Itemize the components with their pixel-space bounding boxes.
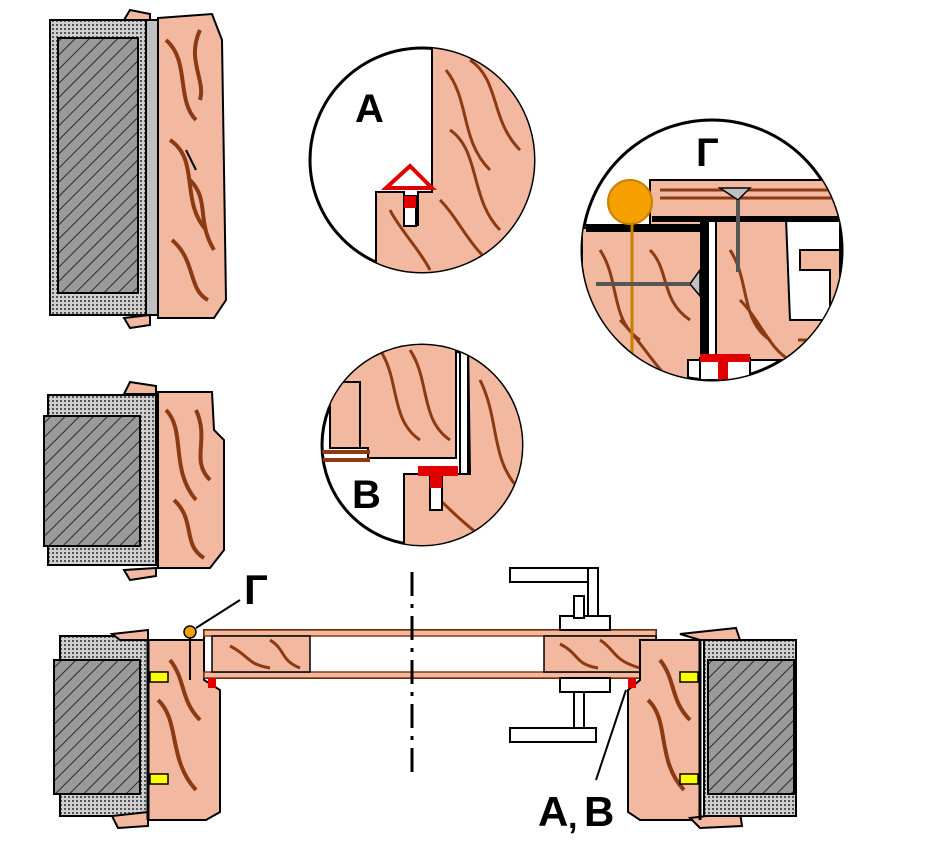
callout-comma: , <box>568 798 577 836</box>
leader-ab <box>595 689 627 781</box>
detail-g-label: Г <box>696 131 719 175</box>
wall-section-middle <box>43 394 157 566</box>
screw-icon <box>717 187 752 272</box>
leader-g <box>195 599 241 629</box>
screw-icon <box>596 267 701 299</box>
door-handle-icon <box>509 567 611 631</box>
wall-section-top <box>49 19 159 316</box>
jamb-section-middle <box>122 380 225 582</box>
callout-a-label: А <box>538 788 568 835</box>
callout-b-label: В <box>584 788 614 835</box>
detail-b-label: В <box>352 473 381 517</box>
jamb-section-top <box>122 8 228 330</box>
plan-cap-icon <box>183 625 197 639</box>
decorative-cap-icon <box>607 179 653 225</box>
callout-g-label: Г <box>244 566 268 613</box>
detail-a-circle: А <box>308 46 536 274</box>
detail-g-circle: Г <box>580 118 844 382</box>
plan-view <box>53 567 797 830</box>
detail-a-label: А <box>355 87 384 131</box>
detail-b-circle: В <box>320 343 524 547</box>
door-handle-icon <box>509 677 611 743</box>
